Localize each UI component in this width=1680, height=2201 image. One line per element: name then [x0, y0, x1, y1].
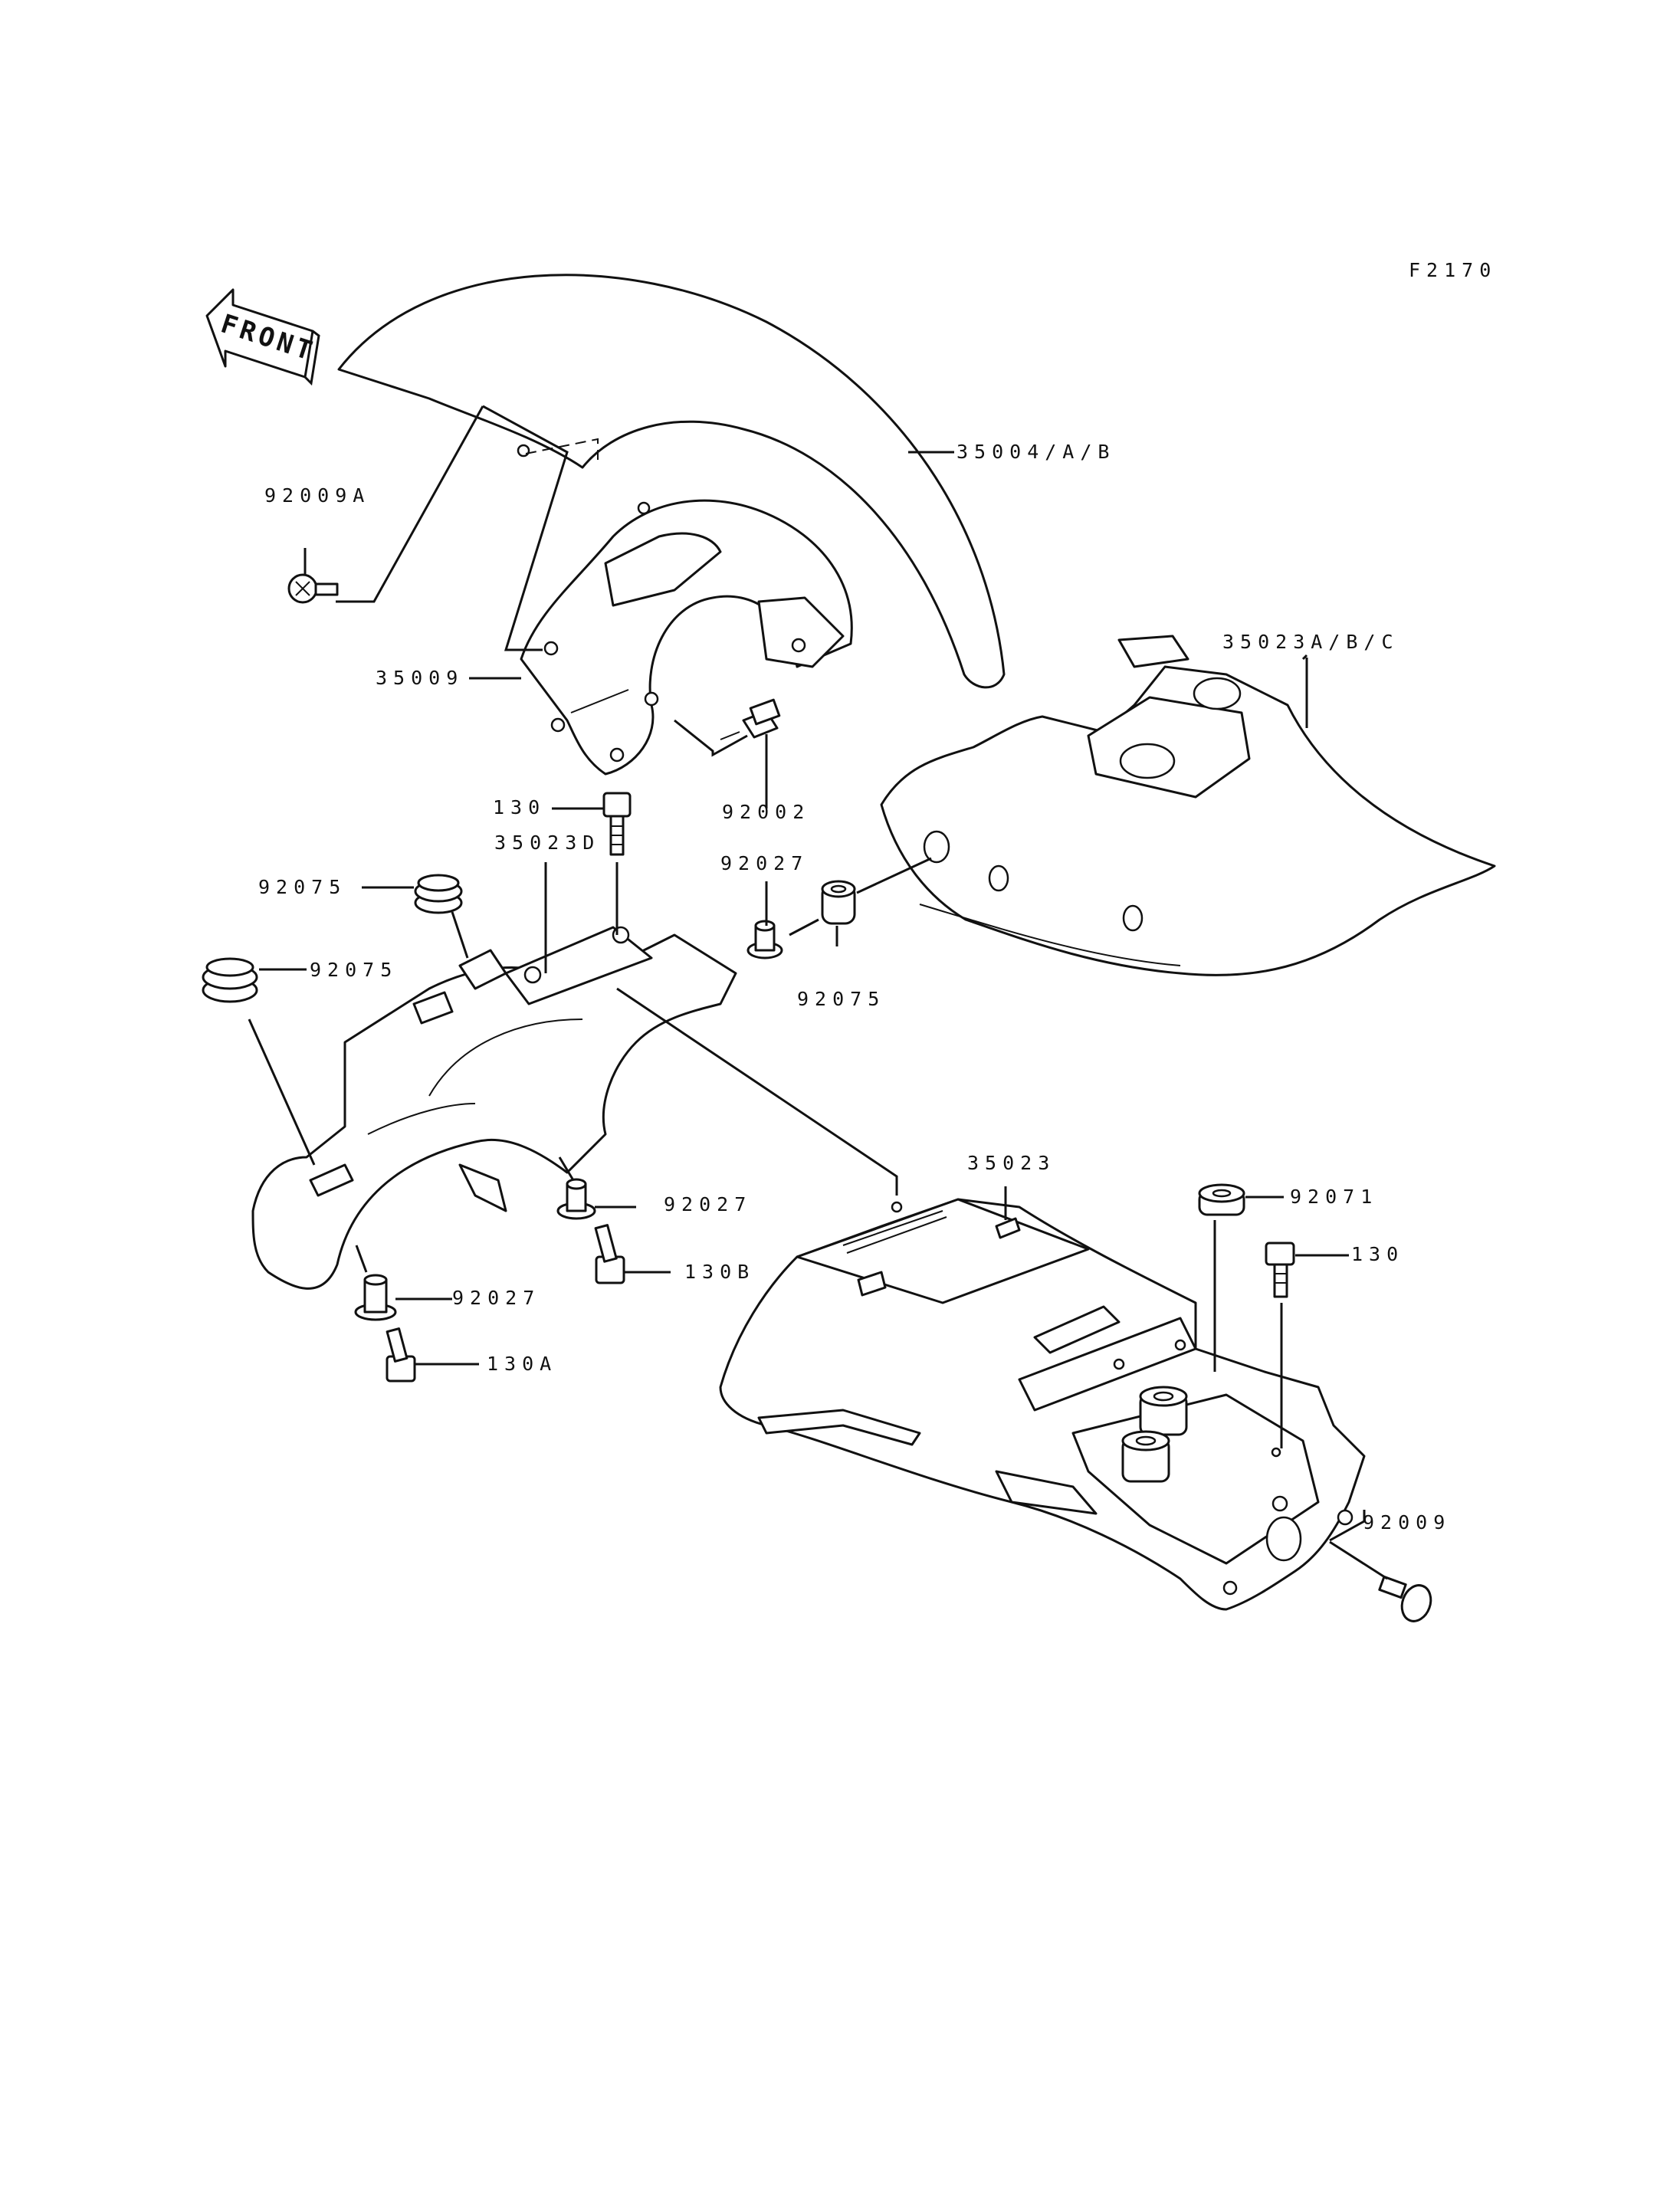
front-arrow-icon: FRONT	[205, 288, 320, 386]
label-collar-92027-low: 92027	[452, 1287, 540, 1309]
screw-92009a	[287, 573, 339, 604]
bolt-130-top	[602, 792, 632, 856]
rear-fender-inner	[251, 926, 737, 1290]
label-collar-92027-mid: 92027	[664, 1193, 752, 1215]
bolt-130b	[594, 1224, 625, 1284]
label-rear-fender-front: 35023A/B/C	[1222, 631, 1399, 653]
label-screw-92009a: 92009A	[264, 484, 370, 507]
bolt-92002	[720, 698, 781, 740]
screw-92009	[1378, 1575, 1432, 1622]
rear-fender	[719, 1198, 1366, 1611]
label-grommet-92075-b: 92075	[310, 959, 398, 981]
collar-92027-mid	[556, 1178, 596, 1220]
label-bolt-130a: 130A	[487, 1353, 557, 1375]
bolt-130a	[386, 1327, 416, 1383]
grommet-92075-b	[202, 957, 258, 1003]
label-bolt-130-right: 130	[1351, 1243, 1404, 1265]
collar-92027-top	[746, 920, 783, 959]
figure-code: F2170	[1409, 259, 1497, 281]
label-rear-fender: 35023	[967, 1152, 1055, 1174]
front-fender	[337, 274, 1006, 689]
bolt-130-right	[1265, 1242, 1295, 1298]
label-collar-92027-top: 92027	[720, 852, 809, 874]
label-bolt-130b: 130B	[684, 1261, 755, 1283]
label-grommet-92075-a: 92075	[258, 876, 346, 898]
label-front-fender: 35004/A/B	[956, 441, 1115, 463]
grommet-92075-c	[821, 880, 856, 925]
label-bolt-92002: 92002	[722, 801, 810, 823]
label-bolt-130-top: 130	[493, 796, 546, 818]
label-fender-bracket: 35009	[376, 667, 464, 689]
damper-92071	[1198, 1183, 1245, 1216]
label-damper-92071: 92071	[1290, 1186, 1378, 1208]
label-screw-92009: 92009	[1363, 1511, 1451, 1533]
collar-92027-low	[354, 1274, 397, 1321]
label-grommet-92075-c: 92075	[797, 988, 885, 1010]
grommet-92075-a	[414, 874, 463, 914]
label-rear-fender-inner: 35023D	[494, 832, 600, 854]
rear-fender-front	[880, 635, 1496, 976]
fender-bracket	[520, 499, 853, 776]
